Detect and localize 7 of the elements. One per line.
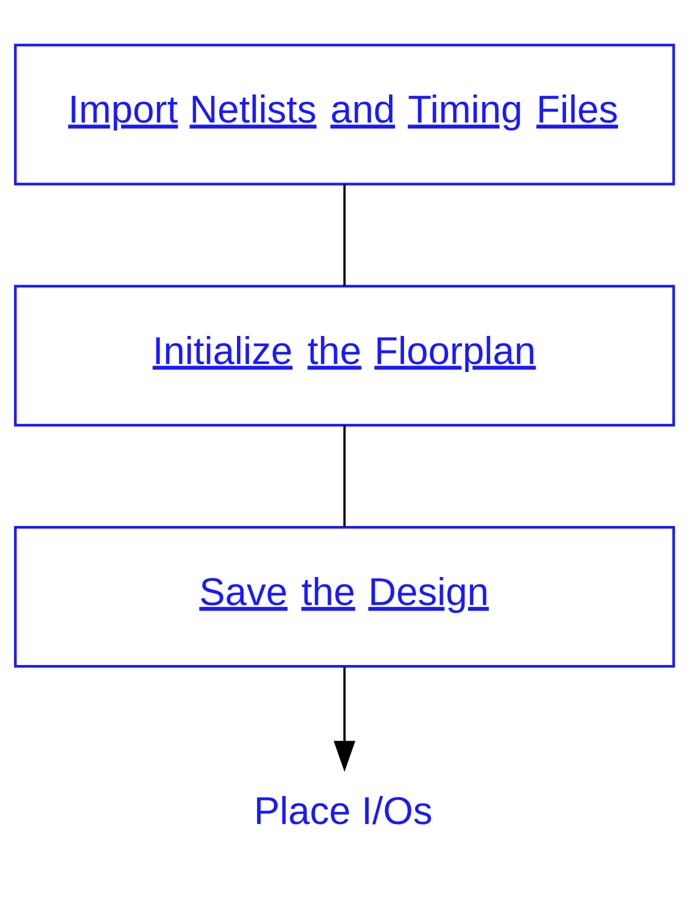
connector [343, 426, 346, 527]
node-text: Place I/Os [254, 790, 432, 834]
node-box: Initialize the Floorplan [14, 284, 675, 427]
arrow [334, 666, 356, 772]
node-box: Import Netlists and Timing Files [14, 44, 675, 186]
node-box: Save the Design [14, 526, 675, 668]
connector [343, 184, 346, 286]
